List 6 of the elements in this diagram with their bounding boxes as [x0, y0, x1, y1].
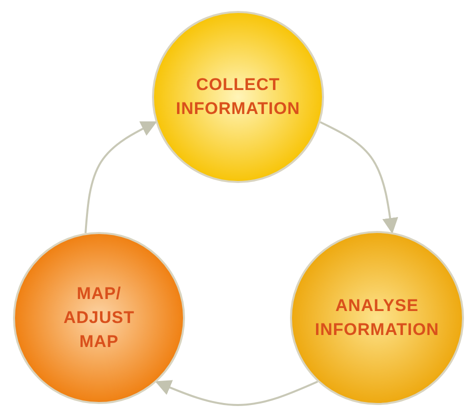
- arrow: [84, 121, 158, 234]
- node-label: ANALYSE INFORMATION: [314, 295, 440, 341]
- arrow: [320, 121, 398, 234]
- node-label: MAP/ ADJUST MAP: [62, 283, 136, 353]
- node-label: COLLECT INFORMATION: [174, 74, 302, 120]
- arrow: [155, 380, 318, 406]
